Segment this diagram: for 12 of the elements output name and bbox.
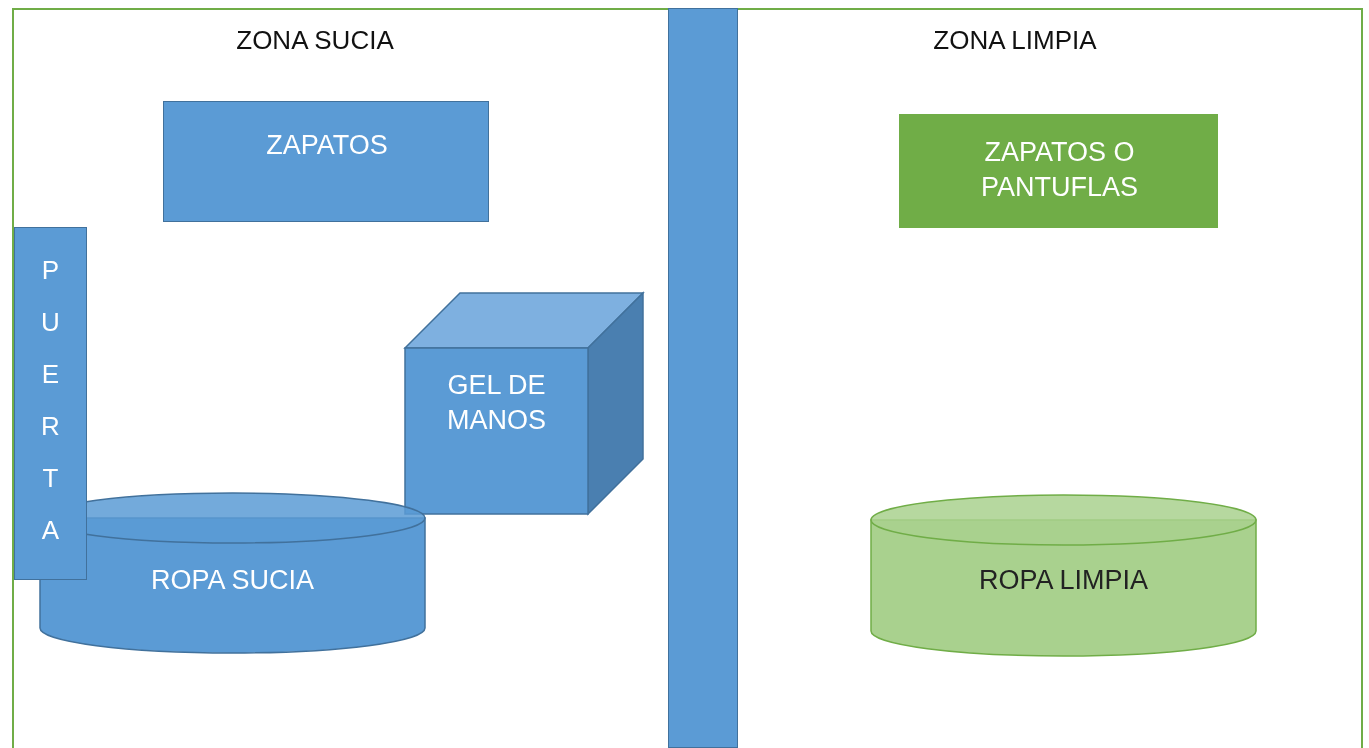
node-label: GEL DE MANOS	[446, 369, 547, 438]
process-box	[899, 114, 1218, 228]
zone-title: ZONA LIMPIA	[932, 24, 1098, 57]
node-label: ZAPATOS	[265, 129, 389, 162]
node-label: PUERTA	[40, 254, 61, 547]
wall-bar	[668, 8, 738, 748]
process-box	[163, 101, 489, 222]
node-label: ROPA LIMPIA	[977, 564, 1150, 597]
door-box	[14, 227, 87, 580]
zone-title: ZONA SUCIA	[235, 24, 395, 57]
node-label: ROPA SUCIA	[149, 564, 315, 597]
node-label: ZAPATOS O PANTUFLAS	[980, 136, 1139, 205]
